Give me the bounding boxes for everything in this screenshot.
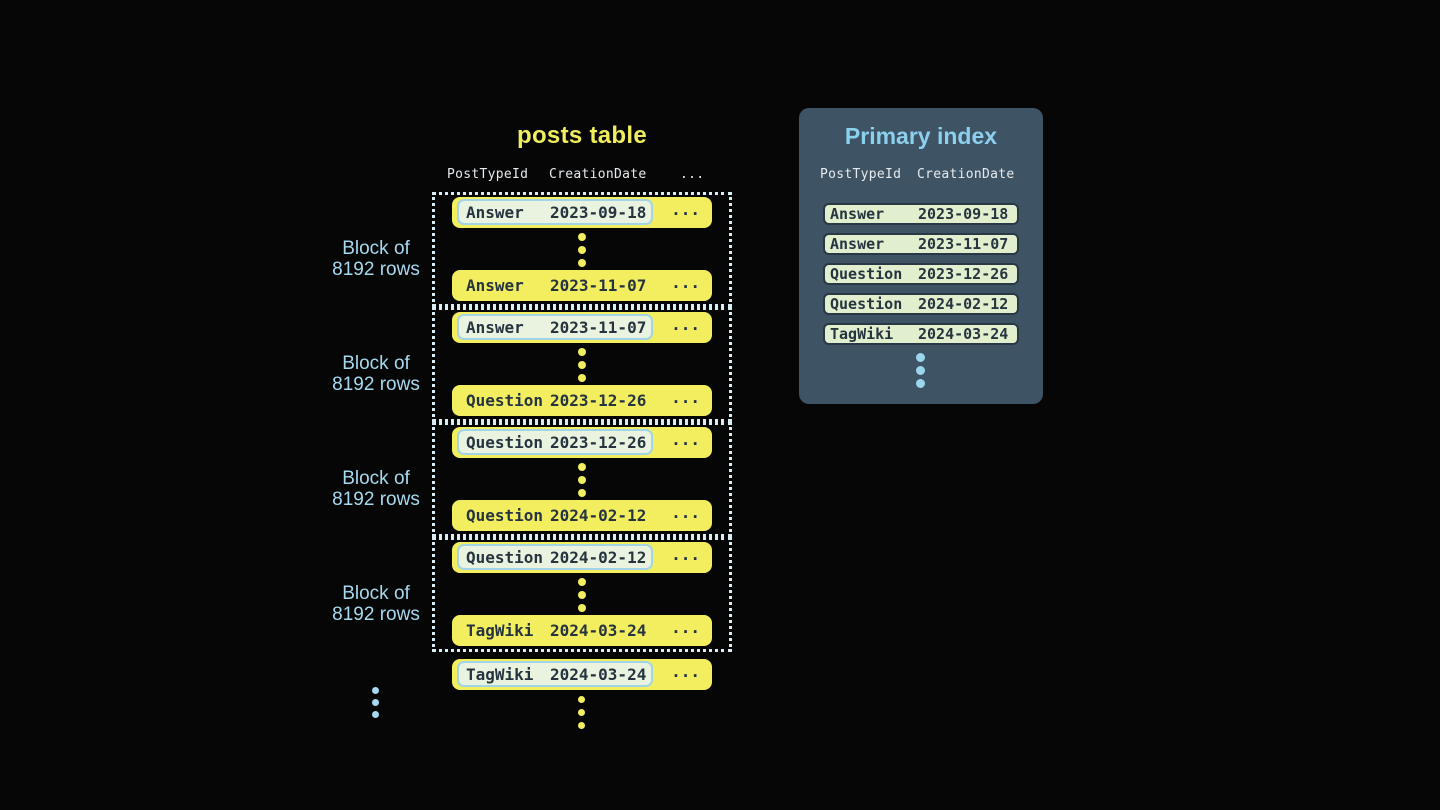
block-size-label-2: Block of 8192 rows (286, 353, 466, 395)
row-more-columns: ... (671, 273, 700, 292)
table-block-2: Answer 2023-11-07 ... Question 2023-12-2… (432, 307, 732, 422)
cell-creationdate: 2024-02-12 (550, 547, 647, 567)
index-column-header-creationdate: CreationDate (917, 167, 1015, 182)
table-block-4: Question 2024-02-12 ... TagWiki 2024-03-… (432, 537, 732, 652)
index-entry: Answer 2023-11-07 (823, 233, 1019, 255)
indexed-row-highlight: Question 2024-02-12 (457, 544, 653, 570)
cell-creationdate: 2023-09-18 (550, 202, 647, 222)
table-row-last: Answer 2023-11-07 ... (452, 270, 712, 301)
indexed-row-highlight: Answer 2023-09-18 (457, 199, 653, 225)
index-entry: Question 2023-12-26 (823, 263, 1019, 285)
block-label-line1: Block of (342, 468, 410, 489)
cell-creationdate: 2023-12-26 (918, 265, 1009, 283)
block-label-line2: 8192 rows (332, 489, 420, 510)
index-entry: TagWiki 2024-03-24 (823, 323, 1019, 345)
row-cells: Answer 2023-11-07 (457, 272, 653, 298)
ellipsis-dots-vertical-icon (578, 696, 585, 729)
indexed-row-highlight: TagWiki 2024-03-24 (457, 661, 653, 687)
ellipsis-dots-vertical-icon (916, 353, 925, 388)
column-header-creationdate: CreationDate (549, 167, 647, 182)
block-size-label-1: Block of 8192 rows (286, 238, 466, 280)
cell-creationdate: 2024-02-12 (918, 295, 1009, 313)
primary-index-title: Primary index (844, 123, 998, 149)
block-label-line1: Block of (342, 583, 410, 604)
cell-creationdate: 2024-03-24 (550, 620, 647, 640)
table-block-3: Question 2023-12-26 ... Question 2024-02… (432, 422, 732, 537)
cell-posttypeid: Answer (830, 235, 885, 253)
block-label-line1: Block of (342, 353, 410, 374)
table-row-first: Answer 2023-09-18 ... (452, 197, 712, 228)
ellipsis-dots-vertical-icon (372, 687, 379, 718)
table-row-last: Question 2024-02-12 ... (452, 500, 712, 531)
row-more-columns: ... (671, 388, 700, 407)
row-more-columns: ... (671, 662, 700, 681)
cell-posttypeid: Question (466, 547, 544, 567)
index-entry: Answer 2023-09-18 (823, 203, 1019, 225)
row-more-columns: ... (671, 315, 700, 334)
ellipsis-dots-vertical-icon (578, 233, 586, 267)
table-row-trailing: TagWiki 2024-03-24 ... (452, 659, 712, 690)
row-cells: Question 2024-02-12 (457, 502, 653, 528)
cell-posttypeid: Question (466, 505, 544, 525)
table-row-last: TagWiki 2024-03-24 ... (452, 615, 712, 646)
block-size-label-3: Block of 8192 rows (286, 468, 466, 510)
cell-posttypeid: TagWiki (830, 325, 894, 343)
cell-posttypeid: Answer (830, 205, 885, 223)
block-label-line2: 8192 rows (332, 374, 420, 395)
cell-posttypeid: Answer (466, 202, 524, 222)
cell-creationdate: 2023-11-07 (918, 235, 1009, 253)
cell-creationdate: 2023-12-26 (550, 432, 647, 452)
cell-creationdate: 2023-09-18 (918, 205, 1009, 223)
block-label-line2: 8192 rows (332, 259, 420, 280)
cell-posttypeid: Question (466, 390, 544, 410)
cell-creationdate: 2024-03-24 (918, 325, 1009, 343)
block-size-label-4: Block of 8192 rows (286, 583, 466, 625)
cell-posttypeid: Question (830, 265, 903, 283)
cell-creationdate: 2023-12-26 (550, 390, 647, 410)
indexed-row-highlight: Answer 2023-11-07 (457, 314, 653, 340)
cell-posttypeid: Question (830, 295, 903, 313)
row-cells: Question 2023-12-26 (457, 387, 653, 413)
column-header-posttypeid: PostTypeId (447, 167, 529, 182)
table-row-first: Question 2024-02-12 ... (452, 542, 712, 573)
primary-index-panel: Primary index PostTypeId CreationDate An… (799, 108, 1043, 404)
row-more-columns: ... (671, 503, 700, 522)
row-more-columns: ... (671, 618, 700, 637)
table-row-first: Question 2023-12-26 ... (452, 427, 712, 458)
cell-creationdate: 2024-02-12 (550, 505, 647, 525)
ellipsis-dots-vertical-icon (578, 578, 586, 612)
row-cells: TagWiki 2024-03-24 (457, 617, 653, 643)
indexed-row-highlight: Question 2023-12-26 (457, 429, 653, 455)
index-column-header-posttypeid: PostTypeId (820, 167, 902, 182)
cell-posttypeid: Answer (466, 317, 524, 337)
block-label-line1: Block of (342, 238, 410, 259)
cell-posttypeid: Answer (466, 275, 524, 295)
cell-posttypeid: Question (466, 432, 544, 452)
block-label-line2: 8192 rows (332, 604, 420, 625)
posts-table-title: posts table (517, 122, 647, 149)
ellipsis-dots-vertical-icon (578, 463, 586, 497)
cell-posttypeid: TagWiki (466, 620, 534, 640)
cell-creationdate: 2023-11-07 (550, 275, 647, 295)
ellipsis-dots-vertical-icon (578, 348, 586, 382)
cell-creationdate: 2023-11-07 (550, 317, 647, 337)
table-row-last: Question 2023-12-26 ... (452, 385, 712, 416)
row-more-columns: ... (671, 430, 700, 449)
table-row-first: Answer 2023-11-07 ... (452, 312, 712, 343)
column-header-more: ... (680, 167, 705, 182)
row-more-columns: ... (671, 545, 700, 564)
cell-creationdate: 2024-03-24 (550, 664, 647, 684)
cell-posttypeid: TagWiki (466, 664, 534, 684)
table-block-1: Answer 2023-09-18 ... Answer 2023-11-07 … (432, 192, 732, 307)
index-entry: Question 2024-02-12 (823, 293, 1019, 315)
row-more-columns: ... (671, 200, 700, 219)
